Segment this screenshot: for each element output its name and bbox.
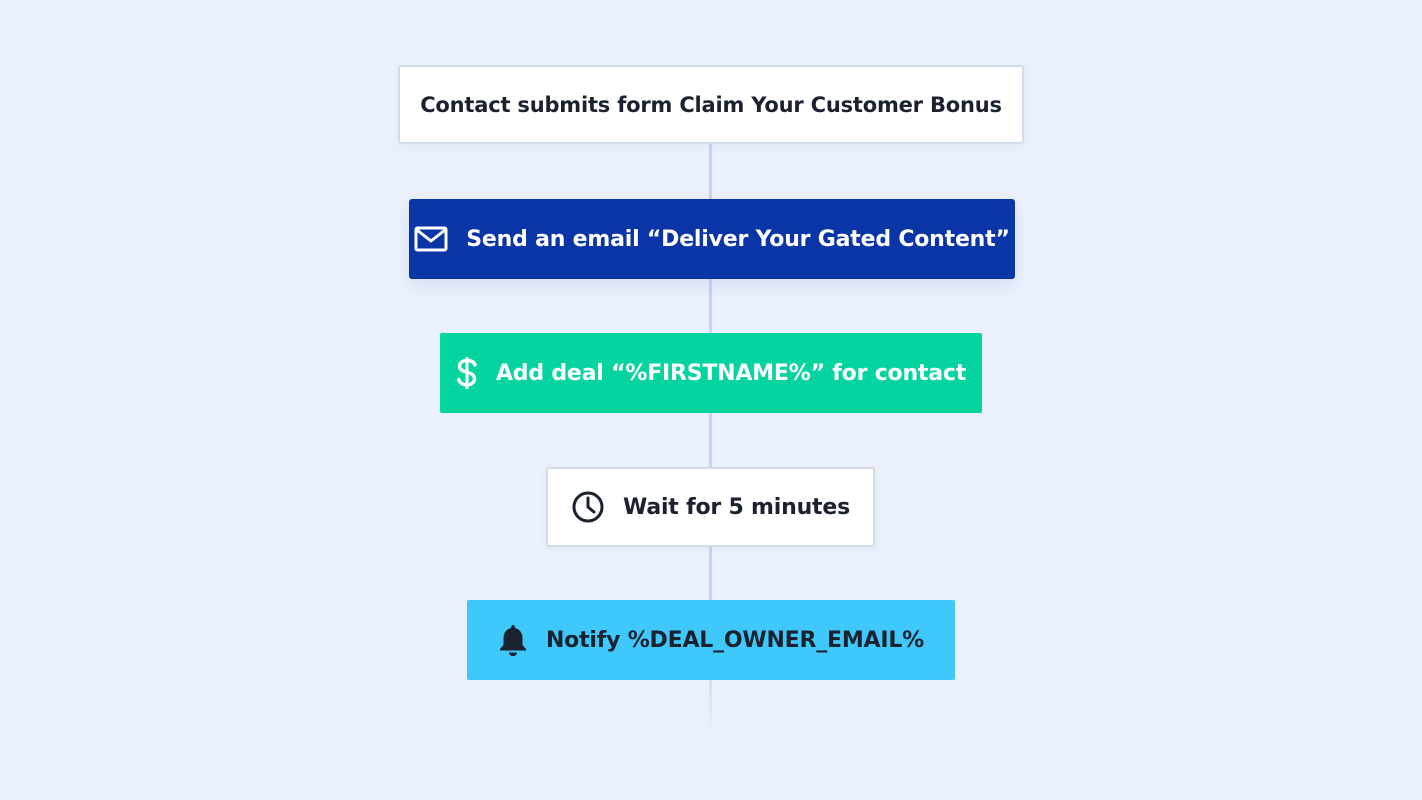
notify-step-label: Notify %DEAL_OWNER_EMAIL% — [545, 627, 925, 653]
action-step-notify[interactable]: Notify %DEAL_OWNER_EMAIL% — [467, 600, 955, 680]
trigger-step-form-submit[interactable]: Contact submits form Claim Your Customer… — [398, 65, 1024, 144]
dollar-icon — [456, 356, 478, 390]
send-email-step-label: Send an email “Deliver Your Gated Conten… — [466, 226, 1010, 252]
action-step-wait[interactable]: Wait for 5 minutes — [546, 467, 875, 547]
add-deal-step-label: Add deal “%FIRSTNAME%” for contact — [495, 360, 967, 386]
workflow-connector-line — [709, 143, 712, 733]
clock-icon — [571, 490, 605, 524]
action-step-add-deal[interactable]: Add deal “%FIRSTNAME%” for contact — [440, 333, 982, 413]
bell-icon — [498, 623, 528, 657]
trigger-step-label: Contact submits form Claim Your Customer… — [420, 92, 1002, 117]
envelope-icon — [414, 226, 448, 252]
action-step-send-email[interactable]: Send an email “Deliver Your Gated Conten… — [409, 199, 1015, 279]
wait-step-label: Wait for 5 minutes — [623, 494, 850, 520]
